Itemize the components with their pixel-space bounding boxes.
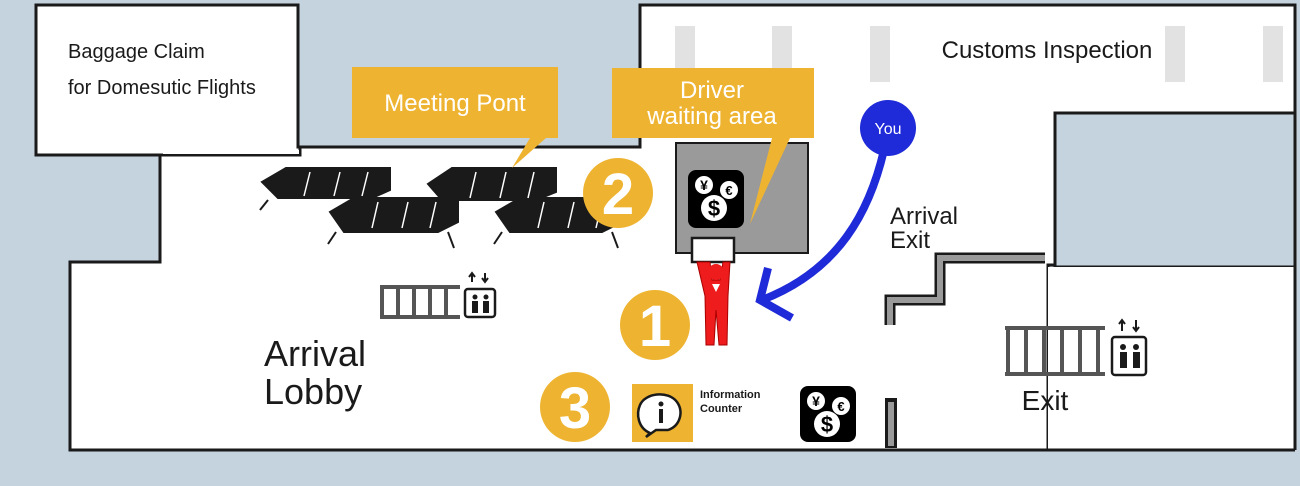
euro-symbol-2: € (837, 399, 844, 414)
driver-person-icon (690, 236, 736, 346)
marker-2-label: 2 (602, 162, 634, 227)
marker-3-label: 3 (559, 376, 591, 441)
info-counter-label-line2: Counter (700, 403, 743, 415)
baggage-claim-area (34, 3, 302, 157)
escalator-icon-exit (1005, 326, 1105, 376)
yen-symbol-2: ¥ (812, 393, 820, 409)
customs-label: Customs Inspection (942, 37, 1153, 64)
arrival-lobby-label-line1: Arrival (264, 333, 366, 374)
driver-waiting-label-line2: waiting area (646, 103, 777, 130)
euro-symbol: € (725, 183, 732, 198)
marker-1-label: 1 (639, 294, 671, 359)
arrival-exit-label-line2: Exit (890, 227, 930, 254)
marker-1: 1 (620, 290, 690, 360)
baggage-claim-label-line1: Baggage Claim (68, 41, 205, 63)
exit-area (1048, 267, 1295, 450)
you-marker (860, 100, 916, 156)
elevator-icon-exit (1110, 318, 1148, 377)
walking-path-arrowhead (755, 267, 794, 322)
right-wall-block (1053, 111, 1297, 269)
info-counter-label-line1: Information (700, 389, 761, 401)
meeting-point-callout: Meeting Pont (352, 67, 558, 168)
exit-label: Exit (1022, 385, 1069, 416)
currency-exchange-icon: ¥ € $ (688, 170, 744, 228)
marker-3: 3 (540, 372, 610, 442)
walking-path (760, 149, 888, 304)
elevator-icon (463, 271, 497, 319)
baggage-claim-label-line2: for Domesutic Flights (68, 77, 256, 99)
driver-waiting-label-line1: Driver (680, 77, 744, 104)
exit-gate-post-inner (888, 402, 894, 446)
driver-waiting-callout: Driver waiting area (612, 68, 814, 224)
currency-exchange-icon-lobby: ¥ € $ (800, 386, 856, 442)
marker-2: 2 (583, 158, 653, 228)
seat-row-3 (327, 197, 459, 249)
arrival-exit-label-line1: Arrival (890, 203, 958, 230)
you-label: You (875, 121, 902, 138)
arrival-exit-wall-inner (887, 255, 1045, 325)
information-icon (632, 384, 693, 442)
floor-patch (163, 150, 299, 154)
dollar-symbol: $ (708, 196, 720, 221)
dollar-symbol-2: $ (821, 412, 833, 437)
yen-symbol: ¥ (700, 177, 708, 193)
arrival-lobby-label-line2: Lobby (264, 371, 362, 412)
escalator-icon (380, 285, 460, 319)
meeting-point-label: Meeting Pont (384, 90, 526, 117)
